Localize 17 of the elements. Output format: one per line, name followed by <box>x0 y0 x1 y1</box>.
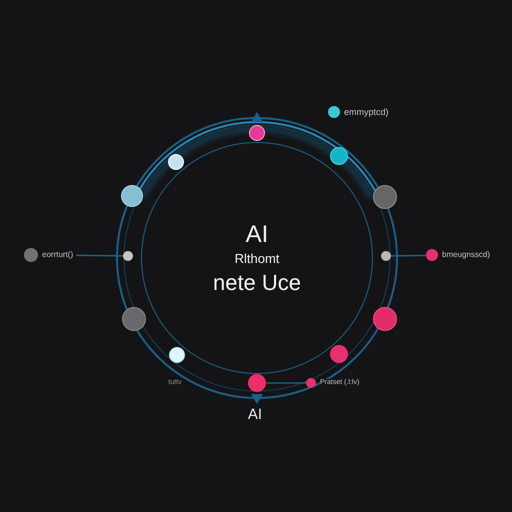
center-subtitle: Rlthomt <box>234 252 280 266</box>
ring-dot <box>373 185 397 209</box>
bottom-label: AI <box>248 406 262 424</box>
dot-label: emmyptcd) <box>344 106 389 118</box>
ring-dot <box>121 185 143 207</box>
ring-dot <box>123 251 133 261</box>
connector-line <box>76 254 123 257</box>
ring-dot <box>249 125 265 141</box>
dot-label: eorrturt() <box>42 250 74 260</box>
ring-dot <box>381 251 391 261</box>
center-title: AI <box>246 222 268 248</box>
ring-dot <box>122 307 146 331</box>
center-heading: nete Uce <box>212 270 302 294</box>
ring-dot <box>373 307 397 331</box>
ring-dot <box>248 374 266 392</box>
dot-label: bmeugnsscd) <box>442 250 490 260</box>
connector-line <box>391 254 426 257</box>
